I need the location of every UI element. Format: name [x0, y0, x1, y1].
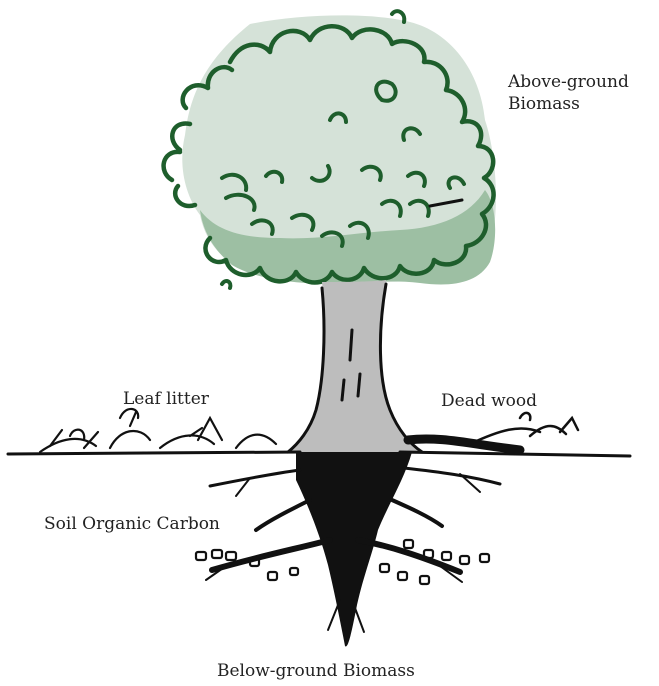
label-above-ground-line1: Above-ground [508, 71, 629, 93]
label-below-ground-biomass: Below-ground Biomass [217, 660, 415, 682]
label-above-ground-biomass: Above-ground Biomass [508, 71, 629, 115]
label-leaf-litter: Leaf litter [123, 388, 209, 410]
tree-trunk [288, 280, 422, 452]
leaf-litter-marks [40, 409, 276, 452]
tree-canopy [164, 11, 496, 288]
label-above-ground-line2: Biomass [508, 93, 629, 115]
roots [206, 452, 500, 647]
dead-wood-marks [408, 413, 578, 450]
label-soil-organic-carbon: Soil Organic Carbon [44, 513, 220, 535]
label-dead-wood: Dead wood [441, 390, 537, 412]
